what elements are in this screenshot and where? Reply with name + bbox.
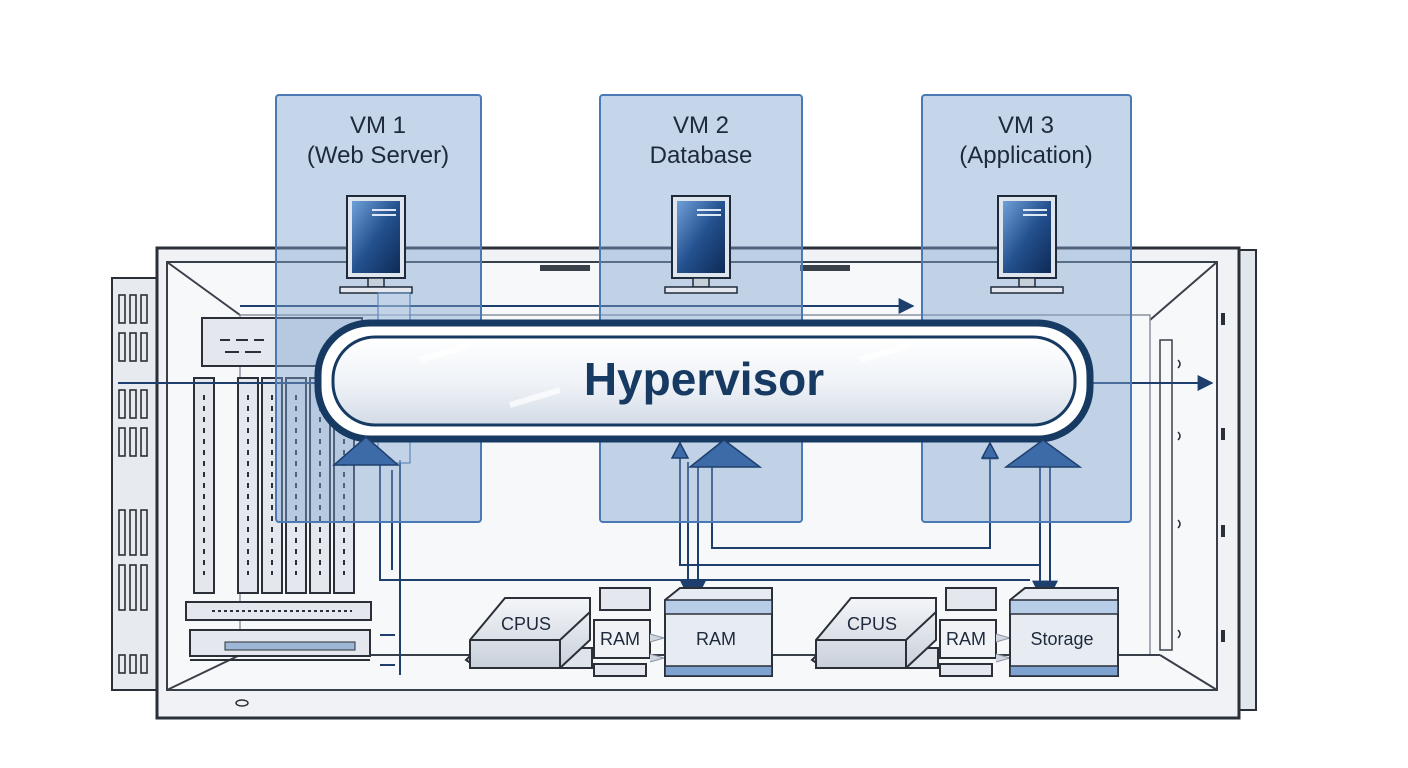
cpu-label-2: CPUS	[847, 614, 897, 634]
monitor-icon	[664, 195, 738, 294]
ram-box-1[interactable]: RAM	[664, 587, 773, 677]
vm-3-name: VM 3	[998, 112, 1054, 139]
vm-2-name: VM 2	[673, 112, 729, 139]
hypervisor-connectors	[332, 436, 1083, 468]
hypervisor-label: Hypervisor	[584, 353, 824, 405]
storage-box[interactable]: Storage	[1009, 587, 1119, 677]
ram-module-small-1[interactable]: RAM	[593, 587, 666, 677]
ram-box-label: RAM	[696, 629, 736, 649]
ram-label-2: RAM	[946, 629, 986, 649]
ram-label-1: RAM	[600, 629, 640, 649]
vm-1-name: VM 1	[350, 112, 406, 139]
vm-3-role: (Application)	[959, 142, 1092, 169]
vm-2-role: Database	[650, 142, 753, 169]
storage-label: Storage	[1030, 629, 1093, 649]
hypervisor-layer[interactable]: Hypervisor	[314, 319, 1094, 443]
vm-1-role-label: (Web Server)	[307, 142, 449, 169]
cpu-chip-1[interactable]: CPUS	[464, 597, 593, 669]
hardware-group-1: CPUS RAM RAM	[464, 587, 773, 677]
expansion-cards	[185, 317, 372, 661]
cpu-label-1: CPUS	[501, 614, 551, 634]
connection-lines	[118, 298, 1214, 675]
monitor-icon	[339, 195, 413, 294]
ram-module-small-2[interactable]: RAM	[939, 587, 1012, 677]
cpu-chip-2[interactable]: CPUS	[810, 597, 939, 669]
vent-grille	[118, 294, 148, 674]
hardware-group-2: CPUS RAM Storage	[810, 587, 1119, 677]
monitor-icon	[990, 195, 1064, 294]
